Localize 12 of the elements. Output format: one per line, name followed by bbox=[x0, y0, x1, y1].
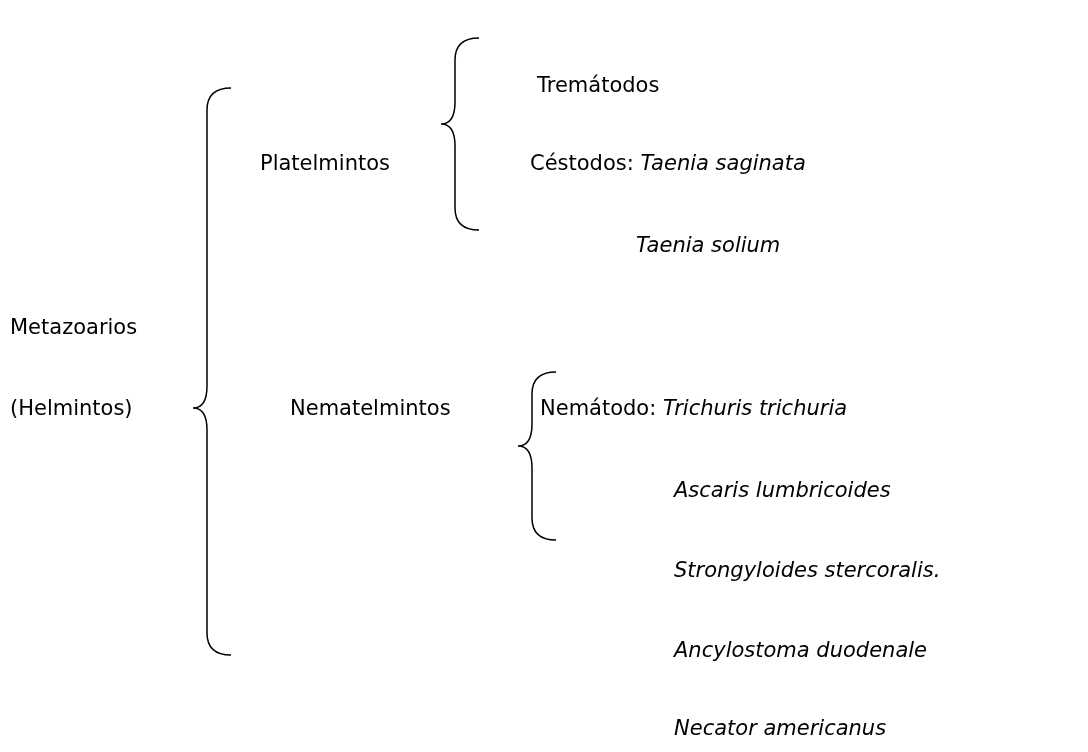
species-label: Nemátodo: Trichuris trichuria bbox=[540, 395, 848, 422]
group-label: (Helmintos) bbox=[10, 395, 133, 422]
species-name: Necator americanus bbox=[674, 715, 887, 742]
group-label: Tremátodos bbox=[537, 72, 660, 99]
group-label: Nematelmintos bbox=[290, 395, 451, 422]
species-name: Strongyloides stercoralis. bbox=[674, 557, 941, 584]
group-label: Metazoarios bbox=[10, 314, 138, 341]
species-label: Céstodos: Taenia saginata bbox=[530, 150, 806, 177]
species-name: Taenia solium bbox=[636, 232, 781, 259]
species-name: Ascaris lumbricoides bbox=[674, 477, 891, 504]
group-label: Platelmintos bbox=[260, 150, 390, 177]
species-name: Ancylostoma duodenale bbox=[674, 637, 928, 664]
